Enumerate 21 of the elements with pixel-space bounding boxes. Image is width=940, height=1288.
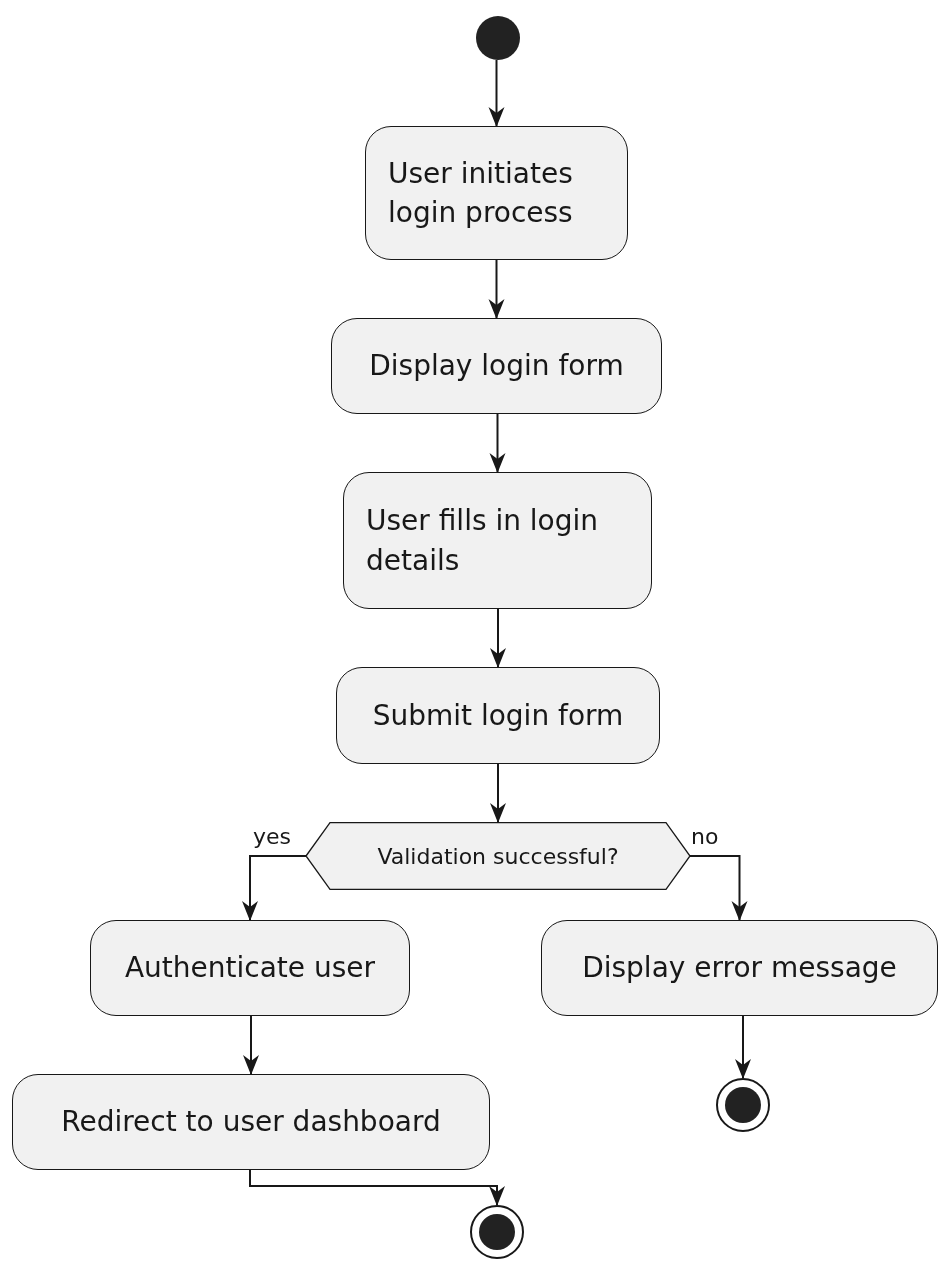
decision-label: Validation successful? (377, 843, 619, 869)
action-box: User initiates login process (365, 126, 628, 260)
arrow (490, 763, 506, 823)
start-node (476, 16, 520, 60)
action-box: User fills in login details (343, 472, 652, 609)
arrow (735, 1015, 751, 1079)
arrow (488, 59, 505, 127)
arrow (243, 1015, 259, 1075)
end-node (470, 1205, 524, 1259)
arrow (249, 1169, 505, 1206)
action-box: Redirect to user dashboard (12, 1074, 490, 1170)
action-box: Authenticate user (90, 920, 410, 1016)
arrow (242, 855, 307, 921)
action-box: Submit login form (336, 667, 660, 764)
arrow (490, 608, 506, 668)
arrow (488, 259, 505, 319)
arrow (689, 855, 748, 921)
arrow (489, 413, 506, 473)
action-box: Display error message (541, 920, 938, 1016)
end-node (716, 1078, 770, 1132)
action-box: Display login form (331, 318, 662, 414)
